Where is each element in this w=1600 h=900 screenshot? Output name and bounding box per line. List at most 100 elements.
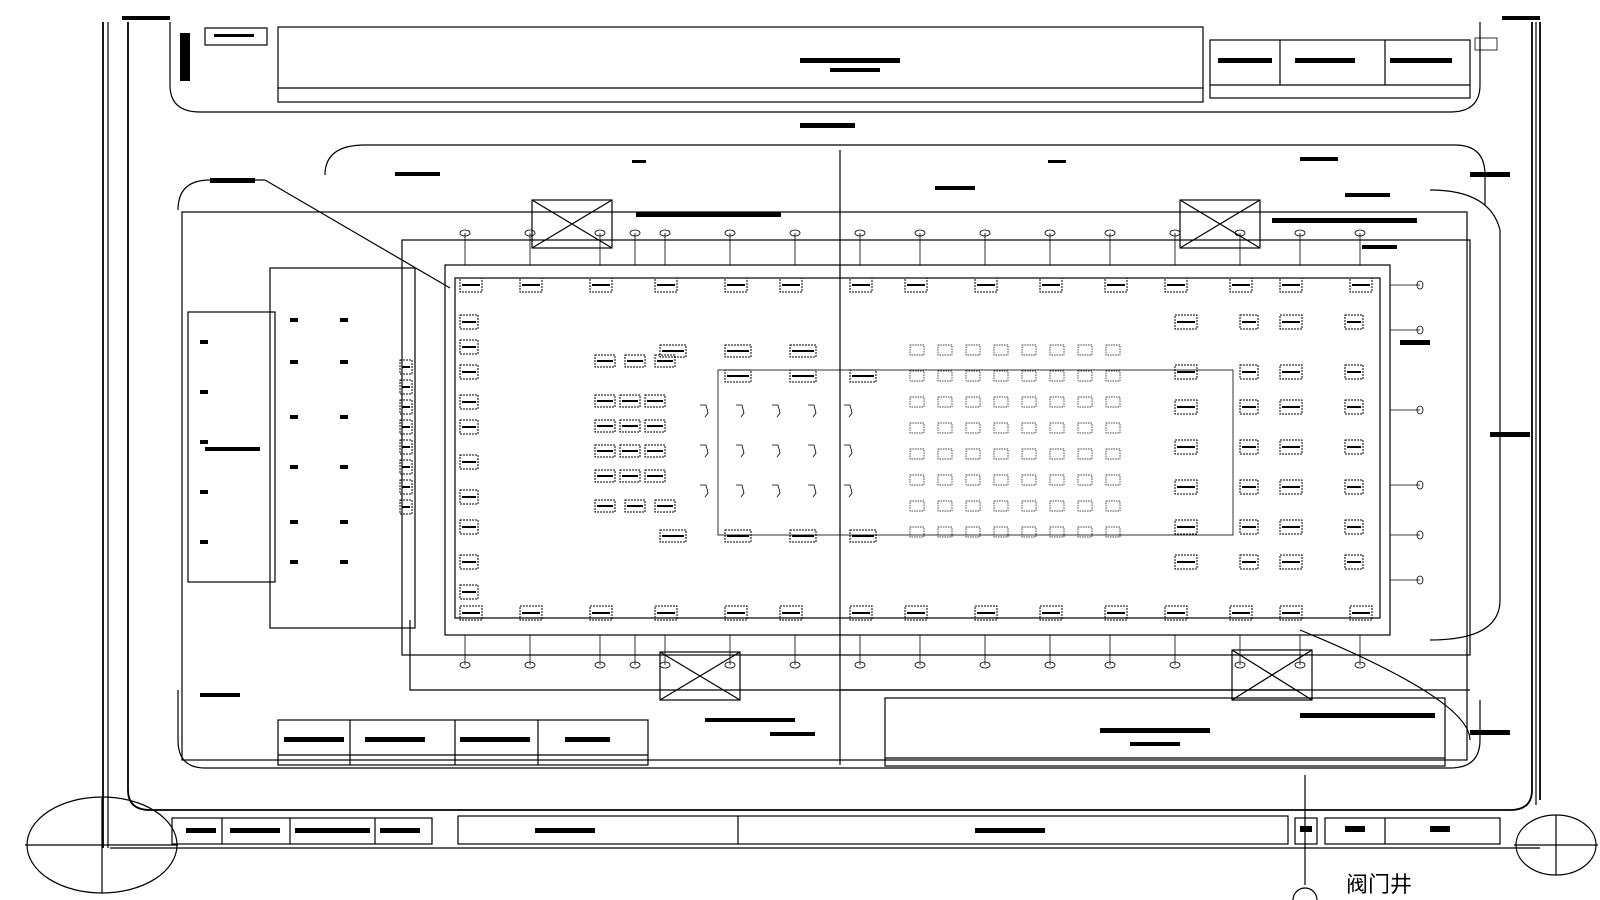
- plant-symbol-mark: [1347, 561, 1361, 563]
- plant-symbol-mark: [402, 406, 410, 408]
- pipe-stub-cap: [1354, 661, 1366, 669]
- plant-symbol: [1104, 605, 1128, 621]
- plant-symbol-mark: [1352, 284, 1370, 286]
- bottom-buildings: [277, 697, 1446, 767]
- plant-symbol-mark: [622, 475, 638, 477]
- plant-symbol: [1349, 605, 1373, 621]
- plant-symbol: [1239, 314, 1259, 330]
- pipe-stub-cap: [1044, 661, 1056, 669]
- grid-cell: [909, 474, 925, 486]
- plant-symbol-mark: [727, 350, 749, 352]
- plant-symbol-mark: [657, 284, 675, 286]
- plant-symbol-mark: [597, 475, 613, 477]
- marker: [340, 560, 348, 564]
- plant-symbol: [459, 454, 479, 470]
- grid-cell: [1021, 526, 1037, 538]
- pipe-stub-cap: [1416, 405, 1424, 415]
- plant-symbol-mark: [1282, 321, 1300, 323]
- plant-symbol: [849, 277, 873, 293]
- plant-symbol: [1279, 364, 1303, 380]
- grid-cell: [909, 344, 925, 356]
- plant-symbol-mark: [622, 400, 638, 402]
- grid-cell: [937, 422, 953, 434]
- plant-symbol-mark: [907, 284, 925, 286]
- plant-symbol: [1349, 277, 1373, 293]
- plant-symbol-mark: [522, 284, 540, 286]
- plant-symbol-mark: [402, 386, 410, 388]
- plant-symbol: [624, 354, 646, 368]
- hook-symbol: [808, 484, 817, 498]
- hook-symbol: [736, 404, 745, 418]
- grid-cell: [993, 448, 1009, 460]
- plant-symbol: [519, 605, 543, 621]
- site-perimeter: [181, 211, 1468, 761]
- plant-symbol-mark: [1232, 612, 1250, 614]
- plant-symbol: [724, 605, 748, 621]
- plant-symbol: [724, 344, 752, 358]
- grid-cell: [993, 422, 1009, 434]
- plant-symbol: [974, 277, 998, 293]
- grid-cell: [909, 422, 925, 434]
- plant-symbol: [399, 439, 413, 455]
- plant-symbol: [1279, 554, 1303, 570]
- plant-symbol: [849, 369, 877, 383]
- hook-symbol: [736, 484, 745, 498]
- plant-symbol-mark: [462, 591, 476, 593]
- grid-cell: [1021, 422, 1037, 434]
- plant-symbol-mark: [1352, 612, 1370, 614]
- plant-symbol-mark: [462, 496, 476, 498]
- plant-symbol-mark: [977, 284, 995, 286]
- marker: [290, 560, 298, 564]
- plant-symbol: [1174, 399, 1198, 415]
- grid-cell: [1021, 448, 1037, 460]
- marker: [200, 490, 208, 494]
- grid-cell: [1021, 500, 1037, 512]
- pipe-stub-cap: [1169, 661, 1181, 669]
- plant-symbol-mark: [402, 486, 410, 488]
- plant-symbol: [644, 394, 666, 408]
- plant-symbol: [1164, 277, 1188, 293]
- plant-symbol: [619, 469, 641, 483]
- pipe-stub-cap: [789, 661, 801, 669]
- marker: [290, 360, 298, 364]
- grid-cell: [909, 500, 925, 512]
- grid-cell: [909, 370, 925, 382]
- grid-cell: [1049, 396, 1065, 408]
- grid-cell: [1049, 344, 1065, 356]
- plant-symbol-mark: [402, 446, 410, 448]
- pipe-stub-cap: [594, 661, 606, 669]
- plant-symbol-mark: [1242, 561, 1256, 563]
- plant-symbol: [594, 419, 616, 433]
- plant-symbol: [724, 369, 752, 383]
- road-outline-left: [177, 179, 265, 211]
- grid-cell: [937, 474, 953, 486]
- bottom-row-buildings: [110, 815, 1540, 849]
- grid-cell: [1021, 370, 1037, 382]
- grid-cell: [937, 448, 953, 460]
- plant-symbol: [459, 277, 483, 293]
- pipe-stub-cap: [1416, 280, 1424, 290]
- plant-symbol-mark: [462, 526, 476, 528]
- main-building: [444, 264, 1391, 636]
- plant-symbol: [1344, 364, 1364, 380]
- plant-symbol-mark: [462, 346, 476, 348]
- grid-cell: [1105, 344, 1121, 356]
- plant-symbol-mark: [647, 450, 663, 452]
- grid-cell: [1049, 500, 1065, 512]
- plant-symbol: [1239, 364, 1259, 380]
- plant-symbol: [399, 419, 413, 435]
- plant-symbol-mark: [657, 612, 675, 614]
- plant-symbol: [399, 499, 413, 515]
- inner-boundary: [107, 22, 1537, 848]
- plant-symbol-mark: [657, 505, 673, 507]
- plant-symbol-mark: [1177, 371, 1195, 373]
- plant-symbol: [1279, 605, 1303, 621]
- plant-symbol-mark: [1242, 406, 1256, 408]
- plant-symbol-mark: [1177, 526, 1195, 528]
- grid-cell: [965, 344, 981, 356]
- plant-symbol: [1174, 314, 1198, 330]
- plant-symbol-mark: [907, 612, 925, 614]
- pipe-stub-cap: [979, 661, 991, 669]
- marker: [290, 520, 298, 524]
